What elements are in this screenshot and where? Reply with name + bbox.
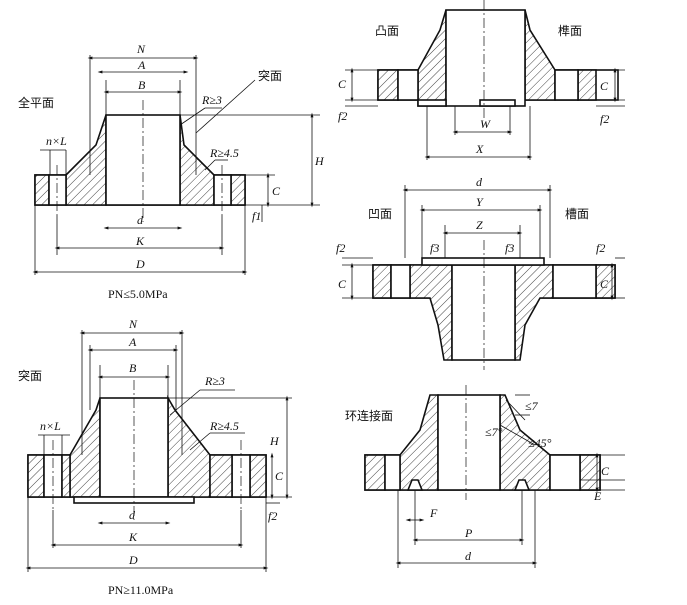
svg-text:K: K: [128, 530, 138, 544]
tongue-face-title: 榫面: [558, 23, 582, 38]
bolt-gap-left: [48, 174, 67, 206]
svg-text:f2: f2: [600, 112, 609, 126]
label-d: d: [137, 213, 144, 227]
bolt-hole-right: [230, 174, 246, 206]
svg-text:Z: Z: [476, 218, 483, 232]
svg-text:C: C: [338, 77, 347, 91]
svg-text:d: d: [129, 508, 136, 522]
svg-text:P: P: [464, 526, 473, 540]
ring-groove-right: [513, 479, 531, 491]
label-B: B: [138, 78, 146, 92]
label-r45: R≥4.5: [209, 146, 239, 160]
pn-high-note: PN≥11.0MPa: [108, 583, 174, 597]
label-nL: n×L: [46, 134, 67, 148]
svg-text:E: E: [593, 489, 602, 503]
svg-text:f2: f2: [268, 509, 277, 523]
svg-text:f3: f3: [505, 241, 514, 255]
raised-face-title-bottom: 突面: [18, 368, 42, 383]
svg-text:R≥4.5: R≥4.5: [209, 419, 239, 433]
svg-text:C: C: [275, 469, 284, 483]
male-tongue-flange-view: [345, 0, 625, 160]
label-N: N: [136, 42, 146, 56]
svg-text:H: H: [269, 434, 280, 448]
angle-7-b: ≤7: [525, 399, 539, 413]
label-K: K: [135, 234, 145, 248]
male-face-title: 凸面: [375, 24, 399, 38]
label-H: H: [314, 154, 325, 168]
label-A: A: [137, 58, 146, 72]
svg-text:R≥3: R≥3: [204, 374, 225, 388]
svg-text:Y: Y: [476, 195, 484, 209]
svg-text:n×L: n×L: [40, 419, 61, 433]
angle-45: ≤45°: [528, 436, 552, 450]
svg-text:C: C: [338, 277, 347, 291]
svg-text:f2: f2: [596, 241, 605, 255]
label-D: D: [135, 257, 145, 271]
svg-text:f2: f2: [336, 241, 345, 255]
hub-right: [179, 114, 215, 206]
ring-groove-left: [406, 479, 424, 491]
full-face-title: 全平面: [18, 95, 54, 110]
svg-text:F: F: [429, 506, 438, 520]
svg-text:N: N: [128, 317, 138, 331]
svg-text:D: D: [128, 553, 138, 567]
label-C: C: [272, 184, 281, 198]
female-face-title: 凹面: [368, 207, 392, 221]
pn-low-note: PN≤5.0MPa: [108, 287, 168, 301]
svg-text:A: A: [128, 335, 137, 349]
label-f1: f1: [252, 209, 261, 223]
svg-text:f3: f3: [430, 241, 439, 255]
svg-text:d: d: [465, 549, 472, 563]
svg-text:X: X: [475, 142, 484, 156]
svg-text:d: d: [476, 175, 483, 189]
bolt-gap-right: [213, 174, 232, 206]
ring-joint-face-title: 环连接面: [345, 408, 393, 423]
label-r3: R≥3: [201, 93, 222, 107]
bolt-hole-left: [34, 174, 50, 206]
hub-left: [65, 114, 107, 206]
female-groove-flange-view: [342, 185, 625, 370]
raised-face-flange-view: [25, 330, 292, 572]
svg-text:C: C: [601, 464, 610, 478]
svg-text:W: W: [480, 117, 491, 131]
svg-text:C: C: [600, 277, 609, 291]
angle-7-a: ≤7°: [485, 425, 503, 439]
svg-text:C: C: [600, 79, 609, 93]
raised-face-title-top: 突面: [258, 68, 282, 83]
full-face-flange-view: [32, 55, 320, 275]
groove-face-title: 槽面: [565, 207, 589, 221]
svg-text:f2: f2: [338, 109, 347, 123]
ring-joint-flange-view: [364, 385, 625, 568]
svg-text:B: B: [129, 361, 137, 375]
